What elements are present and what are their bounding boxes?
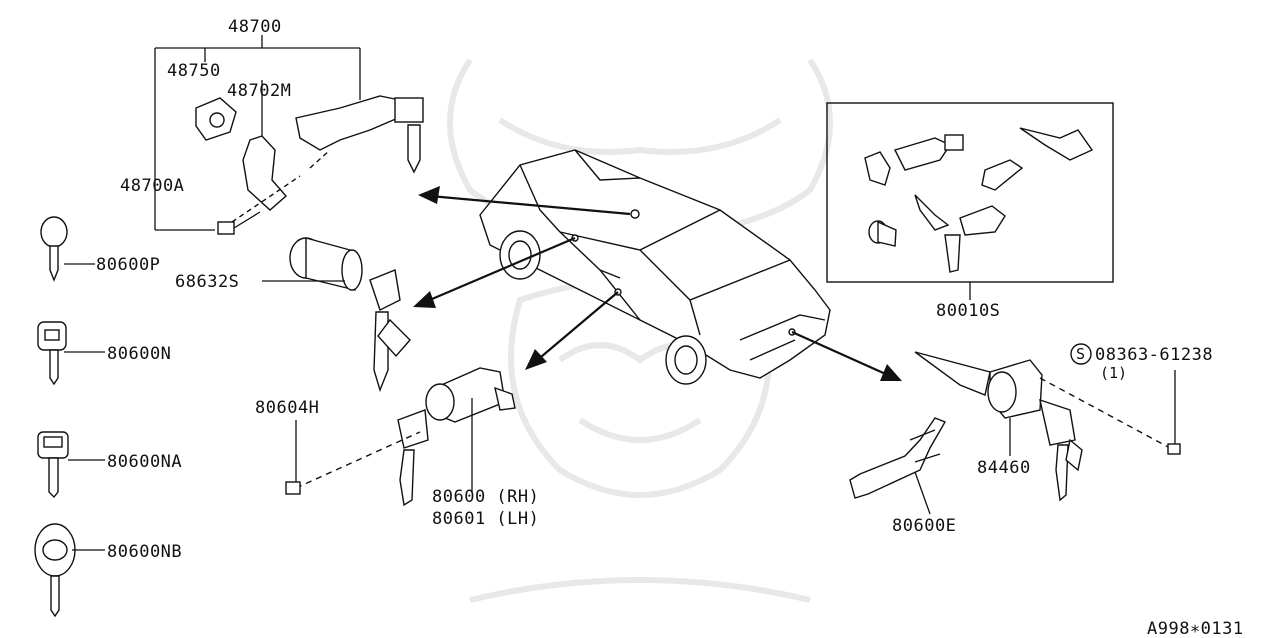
label-80010S: 80010S [936, 301, 1000, 321]
trunk-lock-cylinder [262, 237, 411, 393]
label-08363-group: S 08363-61238 (1) [1070, 343, 1213, 382]
label-80600RH: 80600 (RH) [432, 487, 539, 507]
key-80600NB [34, 523, 105, 618]
trunk-lock-assembly [914, 351, 1181, 502]
label-08363-61238: 08363-61238 [1095, 345, 1213, 365]
lock-set-inset [826, 102, 1114, 300]
lock-bracket [849, 417, 947, 515]
diagram-code: A998∗0131 [1147, 619, 1244, 638]
label-80601LH: 80601 (LH) [432, 509, 539, 529]
door-lock-cylinder [285, 367, 516, 507]
key-80600P [40, 216, 95, 282]
label-48700A: 48700A [120, 176, 184, 196]
label-80600N: 80600N [107, 344, 171, 364]
label-80600NA: 80600NA [107, 452, 182, 472]
label-48750: 48750 [167, 61, 221, 81]
screw-symbol-S: S [1076, 345, 1085, 363]
ignition-lock-assembly [154, 35, 424, 235]
car-illustration [479, 149, 831, 385]
label-68632S: 68632S [175, 272, 239, 292]
pointer-arrows [413, 186, 902, 381]
label-80600NB: 80600NB [107, 542, 182, 562]
label-48700: 48700 [228, 17, 282, 37]
label-80600P: 80600P [96, 255, 160, 275]
label-48702M: 48702M [227, 81, 291, 101]
label-80600E: 80600E [892, 516, 956, 536]
label-80604H: 80604H [255, 398, 319, 418]
key-80600N [37, 321, 105, 386]
label-84460: 84460 [977, 458, 1031, 478]
key-80600NA [37, 431, 105, 499]
label-08363-qty: (1) [1100, 364, 1127, 382]
